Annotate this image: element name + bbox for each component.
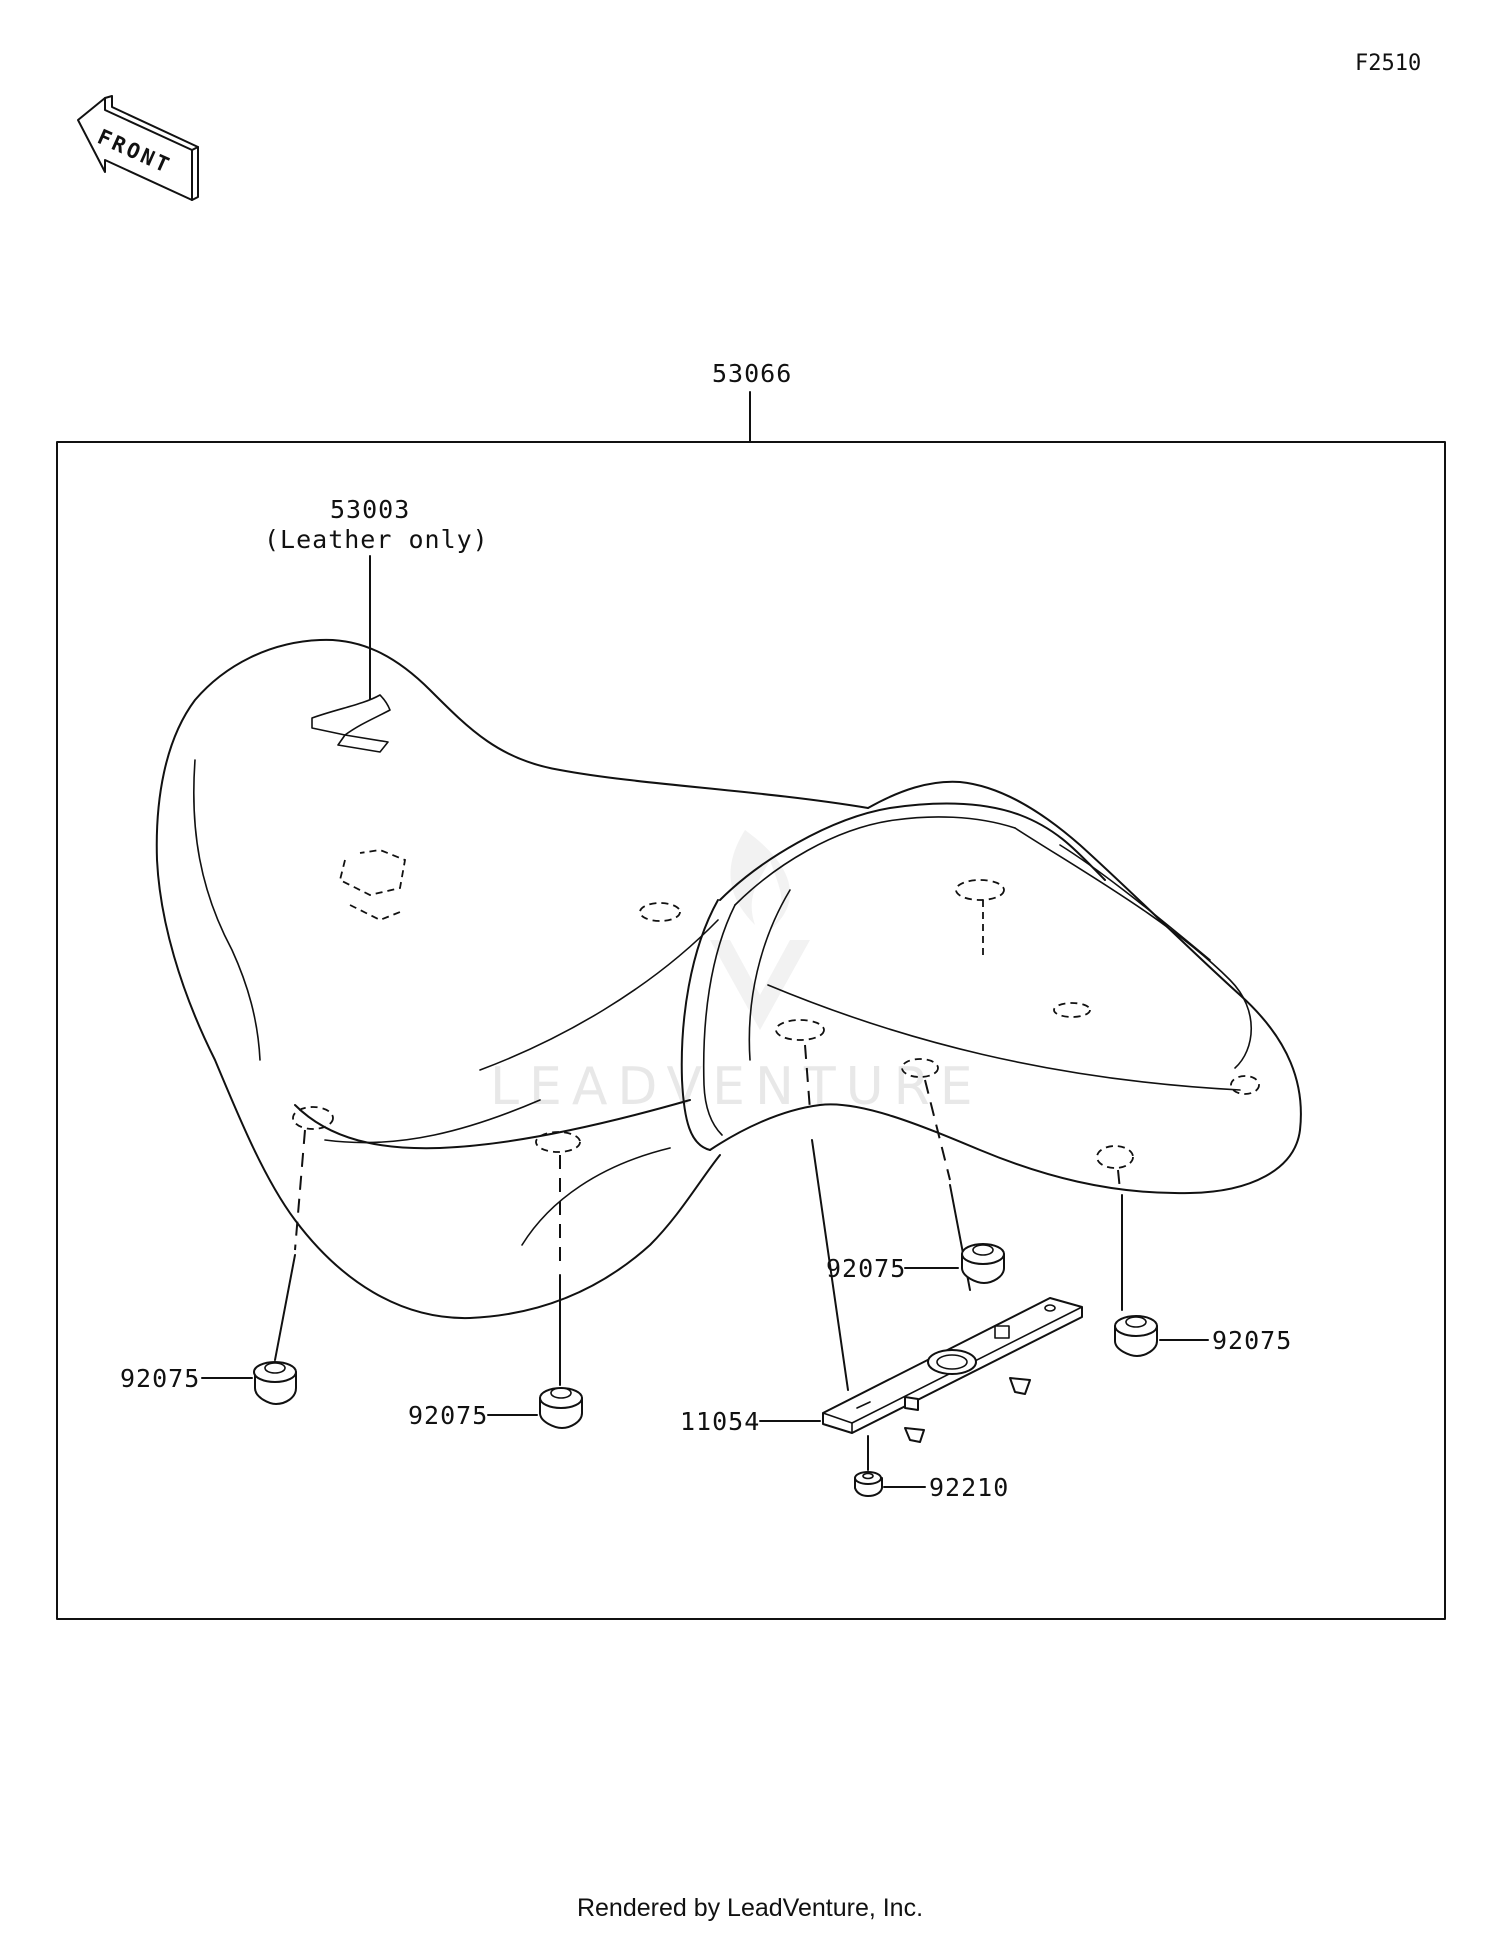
assembly-frame <box>56 441 1446 1620</box>
mount-line-rear-right <box>1117 1169 1121 1191</box>
watermark: LEADVENTURE <box>490 1057 983 1117</box>
mount-line-bracket <box>804 1044 811 1111</box>
damper-front-center <box>539 1387 583 1429</box>
nut <box>854 1471 883 1497</box>
part-label-92210: 92210 <box>929 1473 1009 1502</box>
damper-rear-right <box>1114 1315 1158 1357</box>
part-label-92075-rear-center: 92075 <box>826 1254 906 1283</box>
watermark-logo-icon <box>710 830 810 1030</box>
diagram-code: F2510 <box>1355 51 1421 76</box>
part-label-92075-rear-right: 92075 <box>1212 1326 1292 1355</box>
part-note-leather-only: (Leather only) <box>264 525 489 554</box>
damper-front-left <box>253 1361 297 1405</box>
front-arrow-icon: FRONT <box>77 95 199 201</box>
leader-damper-front-left <box>274 1254 296 1361</box>
leader-bracket-up <box>811 1139 849 1391</box>
bracket <box>822 1297 1083 1443</box>
damper-rear-center <box>961 1243 1005 1284</box>
mount-line-rear-center <box>924 1079 951 1181</box>
part-label-53066: 53066 <box>712 359 792 388</box>
seat <box>155 638 1302 1320</box>
part-label-92075-front-left: 92075 <box>120 1364 200 1393</box>
part-label-53003: 53003 <box>330 495 410 524</box>
footer-credit: Rendered by LeadVenture, Inc. <box>576 1894 924 1922</box>
part-label-92075-front-center: 92075 <box>408 1401 488 1430</box>
mount-line-front-left <box>294 1129 306 1251</box>
part-label-11054: 11054 <box>680 1407 760 1436</box>
